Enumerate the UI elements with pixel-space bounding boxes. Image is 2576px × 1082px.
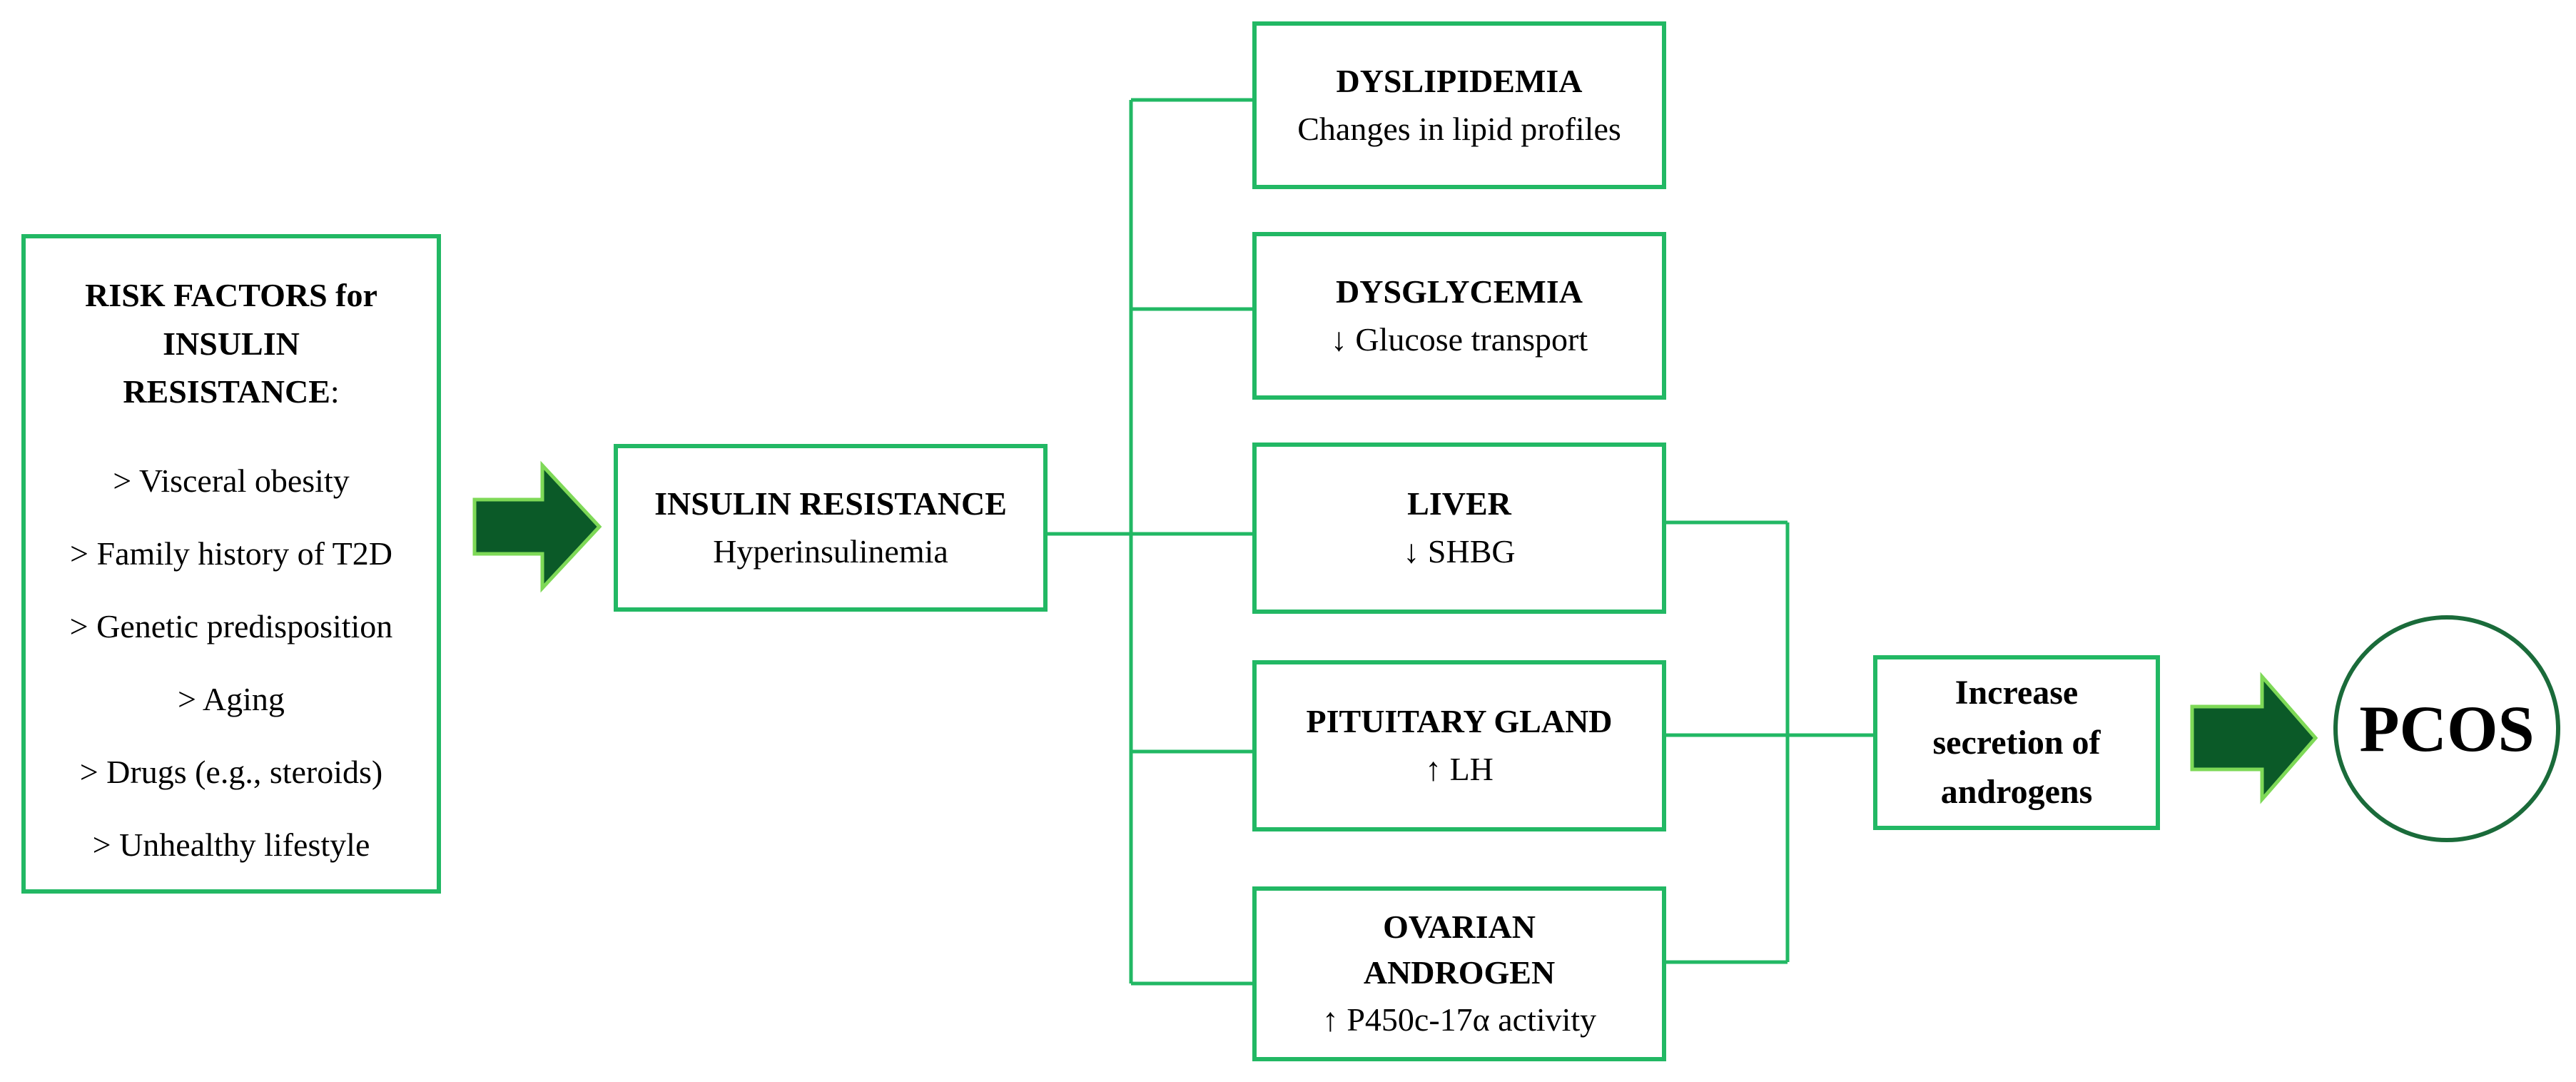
risk-factor-item: > Aging (178, 680, 285, 717)
insulin-resistance-subtitle: Hyperinsulinemia (713, 532, 948, 570)
risk-factor-item: > Family history of T2D (70, 535, 392, 572)
ovarian-title-line2: ANDROGEN (1363, 954, 1556, 991)
liver-box: LIVER ↓ SHBG (1252, 443, 1666, 614)
risk-factor-item: > Visceral obesity (113, 462, 350, 499)
pituitary-gland-box: PITUITARY GLAND ↑ LH (1252, 660, 1666, 831)
risk-factor-item: > Genetic predisposition (69, 607, 393, 644)
risk-title-line1: RISK FACTORS for (85, 277, 377, 313)
insulin-resistance-title: INSULIN RESISTANCE (654, 485, 1007, 522)
ovarian-androgen-subtitle: ↑ P450c-17α activity (1322, 1001, 1597, 1038)
risk-factor-item: > Unhealthy lifestyle (92, 826, 370, 863)
pcos-circle: PCOS (2333, 615, 2560, 842)
risk-title-colon: : (330, 373, 340, 410)
androgen-secretion-box: Increase secretion of androgens (1873, 655, 2160, 830)
liver-title: LIVER (1407, 485, 1511, 522)
outcome-line1: Increase (1954, 674, 2079, 712)
dysglycemia-title: DYSGLYCEMIA (1336, 273, 1583, 310)
risk-factors-title: RISK FACTORS for INSULIN RESISTANCE: (85, 271, 377, 416)
dyslipidemia-subtitle: Changes in lipid profiles (1297, 110, 1621, 147)
risk-title-line3: RESISTANCE: (123, 373, 340, 410)
pituitary-gland-title: PITUITARY GLAND (1306, 703, 1613, 740)
arrow-outcome-to-pcos (2190, 672, 2318, 804)
risk-factor-item: > Drugs (e.g., steroids) (79, 753, 383, 790)
ovarian-title-line1: OVARIAN (1383, 908, 1536, 945)
dysglycemia-box: DYSGLYCEMIA ↓ Glucose transport (1252, 232, 1666, 400)
dysglycemia-subtitle: ↓ Glucose transport (1330, 320, 1588, 358)
risk-factor-list: > Visceral obesity > Family history of T… (70, 445, 393, 881)
outcome-line2: secretion of (1932, 723, 2101, 762)
risk-title-line2: INSULIN (163, 325, 300, 362)
risk-factors-box: RISK FACTORS for INSULIN RESISTANCE: > V… (21, 234, 441, 894)
dyslipidemia-title: DYSLIPIDEMIA (1336, 62, 1583, 99)
liver-subtitle: ↓ SHBG (1403, 533, 1516, 570)
insulin-resistance-box: INSULIN RESISTANCE Hyperinsulinemia (614, 444, 1048, 612)
dyslipidemia-box: DYSLIPIDEMIA Changes in lipid profiles (1252, 21, 1666, 189)
pcos-label: PCOS (2359, 692, 2535, 765)
ovarian-androgen-box: OVARIAN ANDROGEN ↑ P450c-17α activity (1252, 886, 1666, 1061)
arrow-risk-to-ir (472, 460, 602, 593)
pituitary-gland-subtitle: ↑ LH (1425, 751, 1494, 787)
outcome-line3: androgens (1940, 773, 2093, 812)
